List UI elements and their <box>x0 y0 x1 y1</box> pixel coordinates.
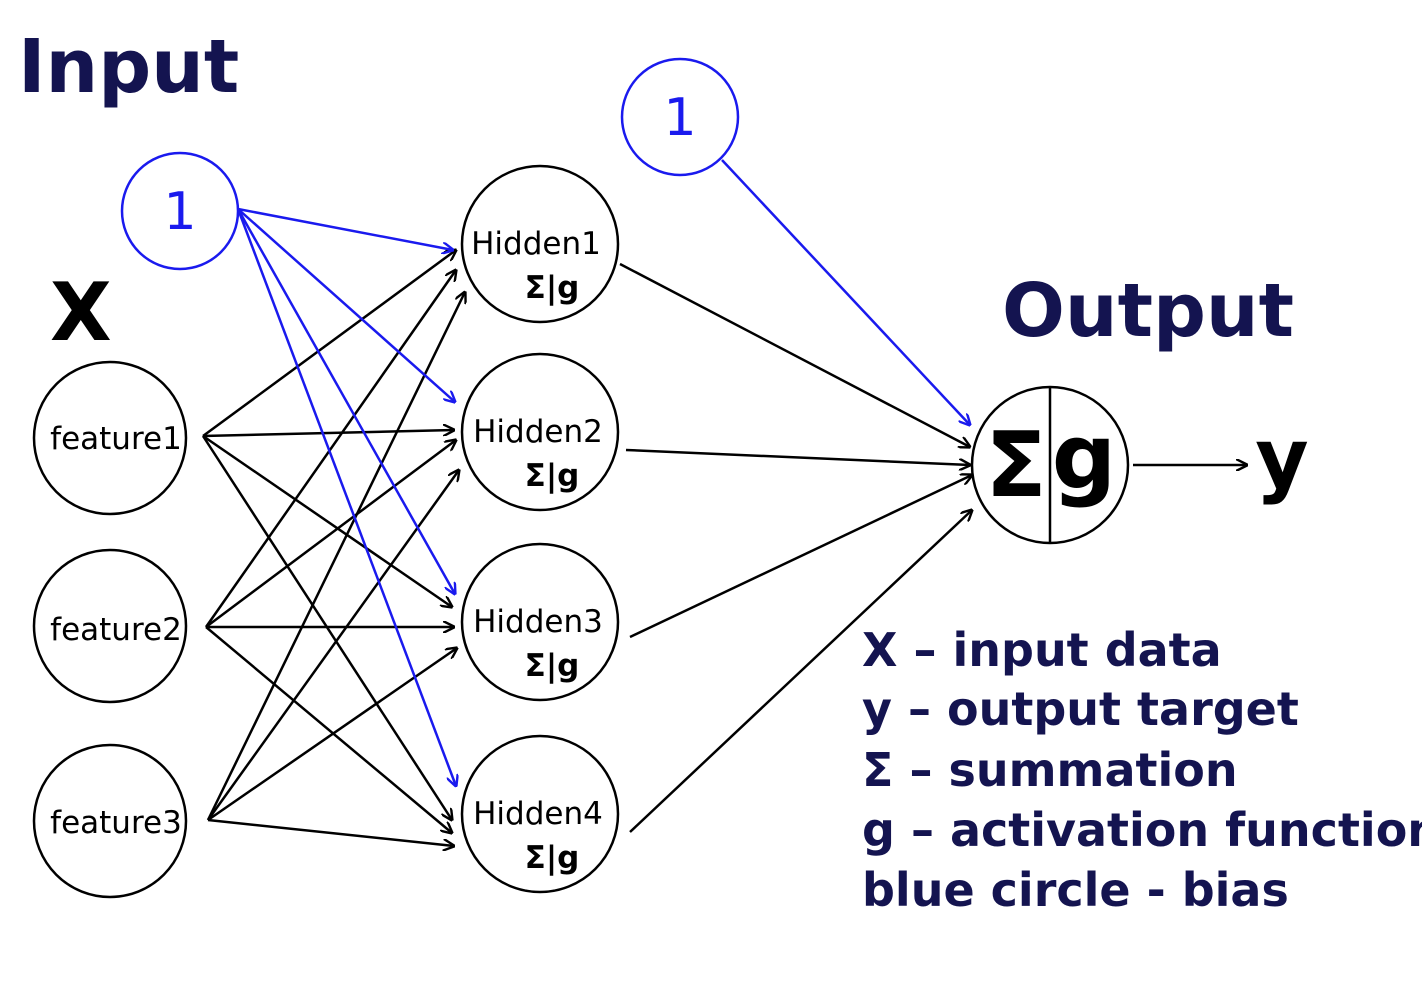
edge-f2-h2 <box>205 440 456 629</box>
bias-edge-b2-out <box>721 159 970 425</box>
edge-f3-h3 <box>207 648 457 822</box>
edge-f3-h1 <box>206 292 465 821</box>
input-node-label: feature1 <box>50 421 182 457</box>
bias-edge-b1-h3 <box>236 208 455 594</box>
legend-item-sigma: Σ – summation <box>862 743 1238 797</box>
hidden-node-1: Hidden1 Σ|g <box>460 164 620 324</box>
legend-item-g: g – activation function <box>862 803 1422 857</box>
edge-f2-h4 <box>205 626 452 833</box>
hidden-node-operation: Σ|g <box>525 458 580 494</box>
bias-node-1: 1 <box>120 151 240 271</box>
input-node-label: feature3 <box>50 805 182 841</box>
output-activation-symbol: g <box>1052 405 1116 510</box>
output-symbol-y: y <box>1255 412 1308 507</box>
input-node-feature3: feature3 <box>32 743 188 899</box>
hidden-node-3: Hidden3 Σ|g <box>460 542 620 702</box>
legend-item-x: X – input data <box>862 623 1222 677</box>
bias-edge-b1-h2 <box>237 208 455 402</box>
edge-f1-h3 <box>202 434 452 607</box>
edge-f3-h2 <box>206 470 459 821</box>
input-node-label: feature2 <box>50 612 182 648</box>
edge-h4-out <box>629 510 972 833</box>
bias-edge-b1-h1 <box>237 207 453 250</box>
output-title: Output <box>1002 268 1294 354</box>
input-title: Input <box>18 24 239 110</box>
edge-h2-out <box>625 448 970 465</box>
bias-edge-b1-h4 <box>236 208 456 786</box>
input-node-feature1: feature1 <box>32 360 188 516</box>
hidden-node-4: Hidden4 Σ|g <box>460 734 620 894</box>
output-node: Σ g <box>970 385 1130 545</box>
legend-item-y: y – output target <box>862 682 1299 736</box>
edge-f2-h1 <box>204 270 456 628</box>
hidden-node-2: Hidden2 Σ|g <box>460 352 620 512</box>
legend: X – input data y – output target Σ – sum… <box>862 623 1422 917</box>
bias-node-label: 1 <box>163 182 196 242</box>
hidden-node-operation: Σ|g <box>525 270 580 306</box>
edge-f1-h2 <box>202 430 454 438</box>
output-sum-symbol: Σ <box>985 413 1046 518</box>
hidden-node-operation: Σ|g <box>525 840 580 876</box>
hidden-node-label: Hidden4 <box>473 796 603 832</box>
edge-f1-h1 <box>202 250 456 438</box>
legend-item-bias: blue circle - bias <box>862 863 1289 917</box>
edge-h1-out <box>619 262 970 447</box>
bias-node-label: 1 <box>663 88 696 148</box>
hidden-node-operation: Σ|g <box>525 648 580 684</box>
edges-layer <box>201 159 972 846</box>
edge-h3-out <box>629 475 972 639</box>
hidden-node-label: Hidden3 <box>473 604 603 640</box>
input-symbol-x: X <box>50 266 112 359</box>
hidden-node-label: Hidden2 <box>473 414 603 450</box>
bias-node-2: 1 <box>620 57 740 177</box>
input-node-feature2: feature2 <box>32 548 188 704</box>
edge-f3-h4 <box>207 818 454 846</box>
hidden-node-label: Hidden1 <box>471 226 601 262</box>
